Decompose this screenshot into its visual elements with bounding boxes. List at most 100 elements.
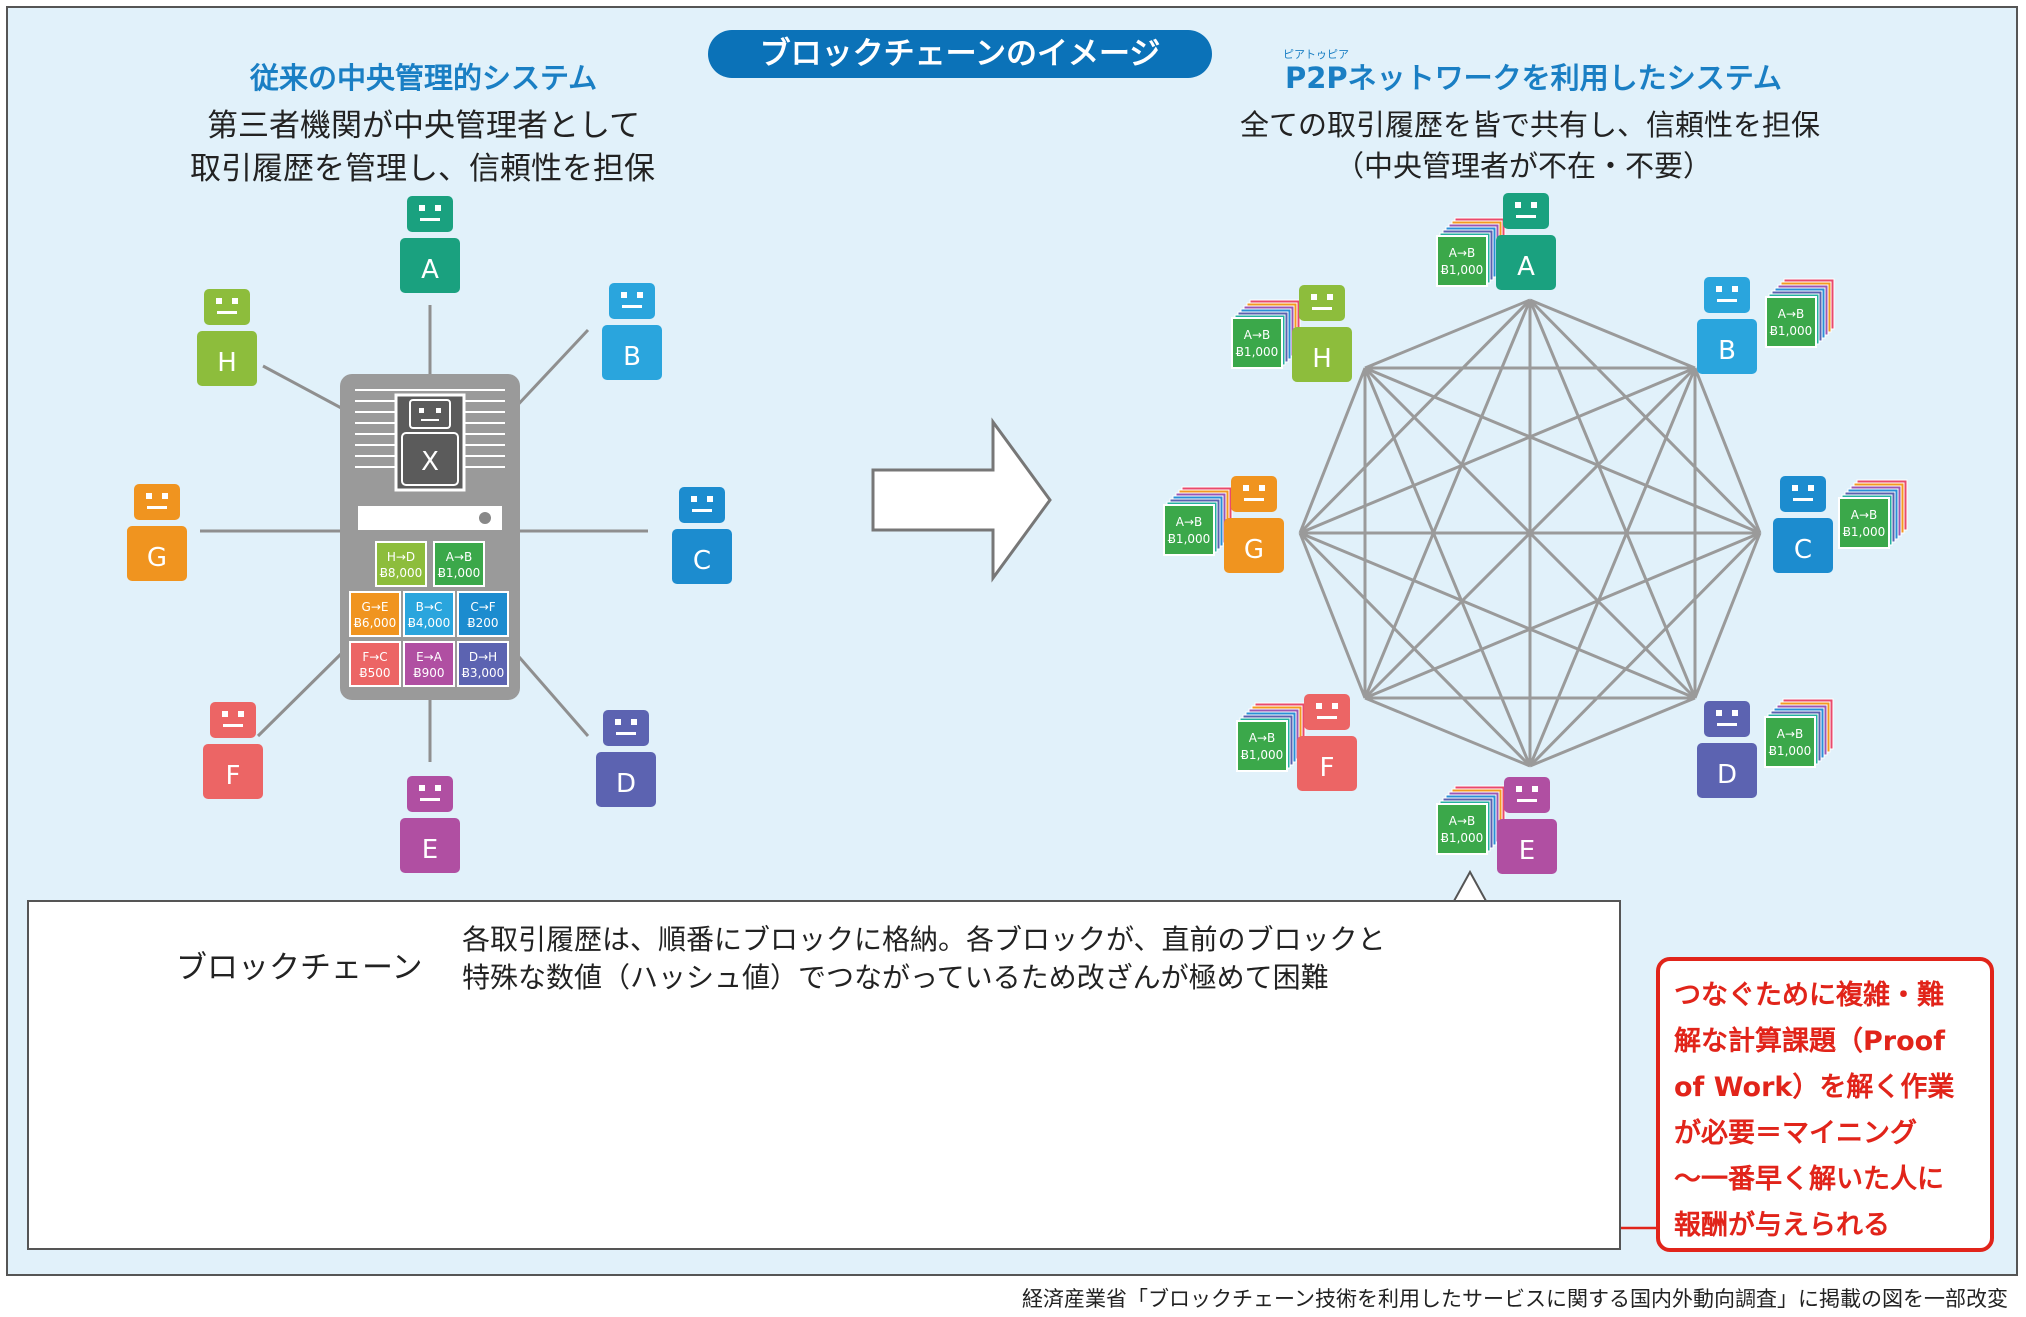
- p2p-link-line: [1364, 696, 1531, 768]
- ledger-tile: [1436, 803, 1488, 855]
- robot-eye-icon: [232, 298, 238, 304]
- robot-body-icon: [1773, 518, 1833, 573]
- user-node-g: G: [127, 484, 187, 581]
- ledger-tile: [433, 541, 485, 587]
- ledger-tx: A→B: [1778, 307, 1805, 321]
- robot-mouth-icon: [1317, 716, 1337, 719]
- robot-mouth-icon: [420, 218, 440, 221]
- node-label: C: [1794, 535, 1812, 565]
- node-label: H: [1312, 344, 1332, 374]
- p2p-link-line: [1528, 299, 1697, 699]
- robot-mouth-icon: [1793, 498, 1813, 501]
- robot-body-icon: [203, 744, 263, 799]
- left-heading: 従来の中央管理的システム: [250, 61, 598, 95]
- robot-eye-icon: [631, 719, 637, 725]
- robot-eye-icon: [238, 711, 244, 717]
- blockchain-desc-line1: 各取引履歴は、順番にブロックに格納。各ブロックが、直前のブロックと: [462, 923, 1386, 956]
- user-node-e: E: [400, 776, 460, 873]
- robot-body-icon: [197, 331, 257, 386]
- robot-head-icon: [1231, 476, 1277, 512]
- user-node-g: G: [1224, 476, 1284, 573]
- node-label: D: [1717, 760, 1737, 790]
- shared-ledger-stack: A→B Ƀ1,000: [1838, 479, 1908, 549]
- right-heading: P2Pネットワークを利用したシステム: [1285, 61, 1782, 95]
- ledger-tile: [403, 591, 455, 637]
- shared-ledger-stack: A→BɃ1,000: [1231, 299, 1301, 369]
- robot-head-icon: [1504, 777, 1550, 813]
- robot-head-icon: [204, 289, 250, 325]
- robot-mouth-icon: [692, 509, 712, 512]
- robot-body-icon: [602, 325, 662, 380]
- shared-ledger-stack: A→BɃ1,000: [1764, 698, 1834, 768]
- robot-body-icon: [1496, 235, 1556, 290]
- user-node-a: A: [1496, 193, 1556, 290]
- shared-ledger-stack: A→BɃ1,000: [1163, 486, 1233, 556]
- ledger-tx: A→B: [1851, 508, 1878, 522]
- source-credit: 経済産業省「ブロックチェーン技術を利用したサービスに関する国内外動向調査」に掲載…: [1022, 1287, 2008, 1311]
- ledger-tile: [375, 541, 427, 587]
- robot-body-icon: [400, 238, 460, 293]
- node-label: G: [1244, 535, 1264, 565]
- user-node-h: H: [1292, 285, 1352, 382]
- robot-body-icon: [1224, 518, 1284, 573]
- robot-mouth-icon: [147, 506, 167, 509]
- left-desc-line2: 取引履歴を管理し、信頼性を担保: [190, 151, 655, 187]
- ledger-tile: [1765, 296, 1817, 348]
- robot-eye-icon: [637, 292, 643, 298]
- right-desc-line2: （中央管理者が不在・不要）: [1335, 149, 1713, 183]
- robot-mouth-icon: [616, 732, 636, 735]
- robot-eye-icon: [1716, 286, 1722, 292]
- user-node-c: C: [1773, 476, 1833, 573]
- ledger-tx: A→B: [1176, 515, 1203, 529]
- node-label: E: [422, 835, 438, 865]
- shared-ledger-stack: A→BɃ1,000: [1436, 785, 1506, 855]
- transition-arrow-icon: [871, 417, 1052, 583]
- robot-eye-icon: [1327, 294, 1333, 300]
- proof-of-work-note: つなぐために複雑・難 解な計算課題（Proof of Work）を解く作業 が必…: [1656, 957, 1994, 1252]
- robot-eye-icon: [1515, 202, 1521, 208]
- p2p-link-line: [1298, 531, 1532, 768]
- node-label: D: [616, 769, 636, 799]
- robot-body-icon: [596, 752, 656, 807]
- ledger-tile: [457, 641, 509, 687]
- ledger-tile: [1436, 235, 1488, 287]
- robot-eye-icon: [222, 711, 228, 717]
- user-node-a: A: [400, 196, 460, 293]
- robot-body-icon: [1697, 743, 1757, 798]
- robot-body-icon: [1697, 319, 1757, 374]
- p2p-link-line: [1529, 696, 1696, 768]
- user-node-f: F: [203, 702, 263, 799]
- robot-body-icon: [400, 818, 460, 873]
- robot-eye-icon: [1732, 286, 1738, 292]
- robot-head-icon: [134, 484, 180, 520]
- robot-eye-icon: [146, 493, 152, 499]
- ledger-tile: [349, 641, 401, 687]
- robot-body-icon: [1297, 736, 1357, 791]
- user-node-c: C: [672, 487, 732, 584]
- robot-eye-icon: [435, 785, 441, 791]
- ledger-amount: Ƀ1,000: [1843, 525, 1886, 539]
- ledger-amount: Ƀ1,000: [1236, 345, 1279, 359]
- ledger-tx: F→C: [362, 650, 387, 664]
- ledger-tx: A→B: [446, 550, 473, 564]
- user-node-d: D: [596, 710, 656, 807]
- robot-eye-icon: [1311, 294, 1317, 300]
- robot-eye-icon: [1316, 703, 1322, 709]
- user-node-b: B: [602, 283, 662, 380]
- ledger-entry: G→EɃ6,000: [349, 591, 401, 637]
- robot-eye-icon: [1259, 485, 1265, 491]
- ledger-tx: G→E: [362, 600, 389, 614]
- ledger-tile: [349, 591, 401, 637]
- robot-head-icon: [609, 283, 655, 319]
- node-label: A: [421, 255, 439, 285]
- robot-head-icon: [1704, 701, 1750, 737]
- robot-head-icon: [409, 399, 451, 429]
- p2p-ruby: ピアトゥピア: [1283, 48, 1349, 61]
- p2p-link-line: [1693, 532, 1762, 699]
- user-node-d: D: [1697, 701, 1757, 798]
- robot-head-icon: [1503, 193, 1549, 229]
- robot-mouth-icon: [622, 305, 642, 308]
- ledger-entry: D→HɃ3,000: [457, 641, 509, 687]
